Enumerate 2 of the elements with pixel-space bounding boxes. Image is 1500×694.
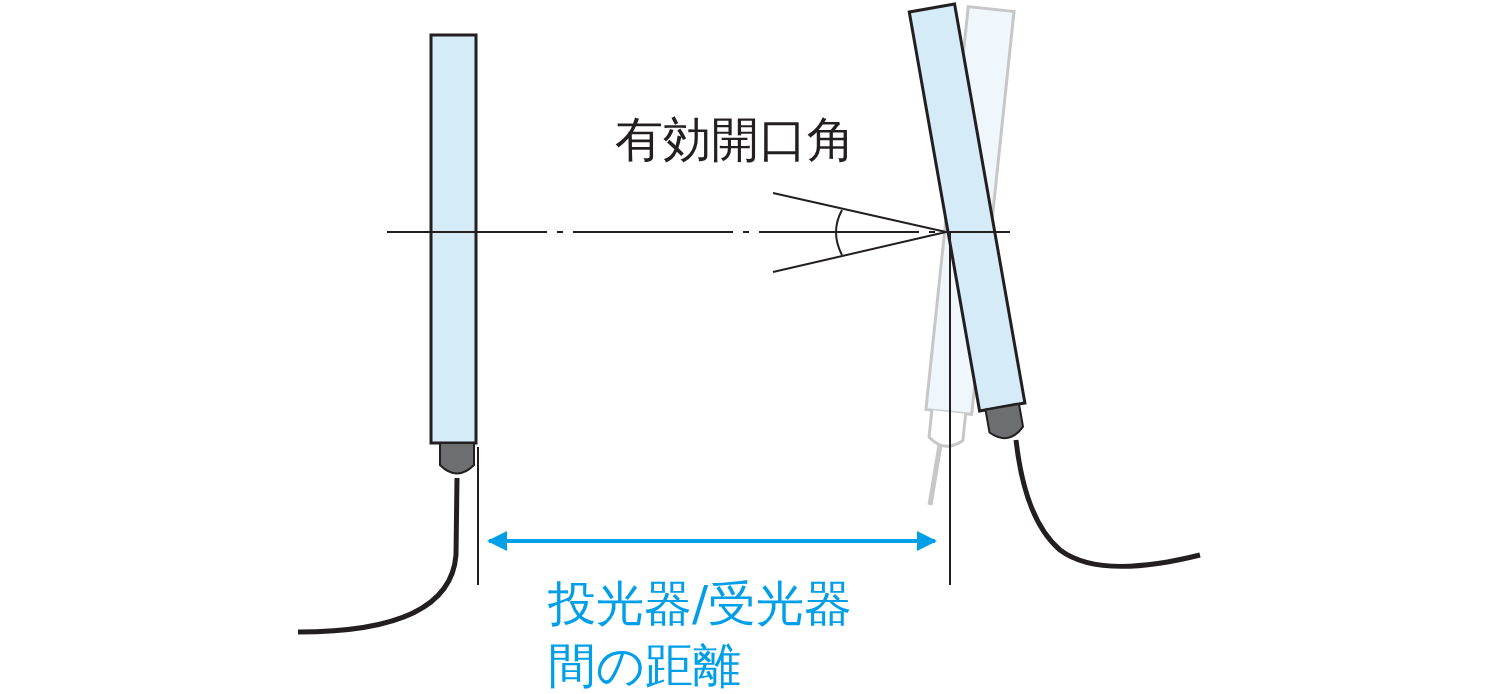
distance-label: 投光器/受光器間の距離: [548, 574, 854, 694]
angle-label: 有効開口角: [615, 110, 855, 169]
